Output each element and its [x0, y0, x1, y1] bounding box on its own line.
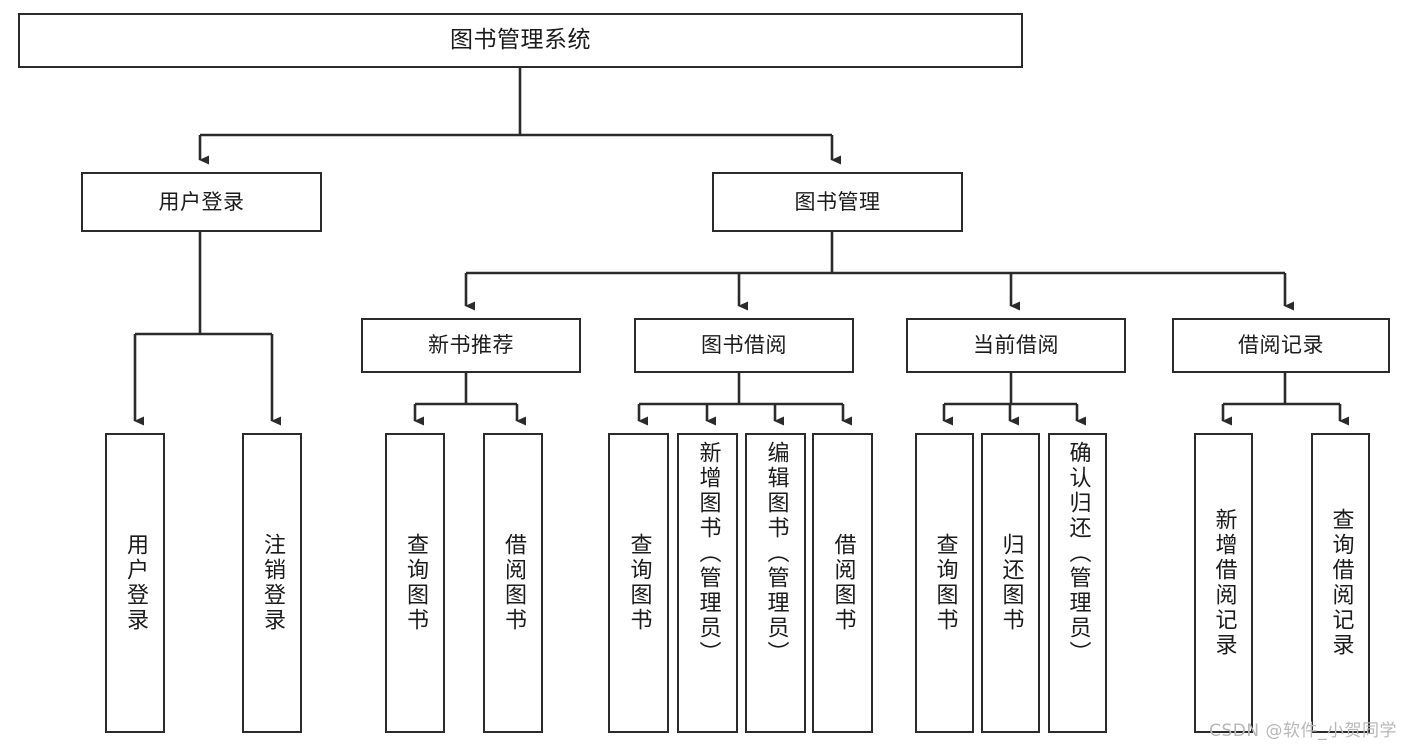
- leaf-query-book-borrow[interactable]: 查询图书: [608, 433, 669, 733]
- leaf-user-logout[interactable]: 注销登录: [242, 433, 302, 733]
- node-label: 查询借阅记录: [1328, 508, 1354, 658]
- node-label: 查询图书: [403, 533, 428, 633]
- node-label: 编辑图书（管理员）: [763, 441, 789, 666]
- node-label: 借阅图书: [830, 533, 856, 633]
- node-label: 图书管理系统: [450, 27, 591, 54]
- node-label: 查询图书: [932, 533, 958, 633]
- leaf-confirm-return-admin[interactable]: 确认归还（管理员）: [1048, 433, 1107, 733]
- node-label: 借阅图书: [501, 533, 526, 633]
- node-label: 注销登录: [260, 533, 285, 633]
- node-label: 确认归还（管理员）: [1065, 441, 1091, 666]
- leaf-add-borrow-record[interactable]: 新增借阅记录: [1194, 433, 1253, 733]
- leaf-add-book-admin[interactable]: 新增图书（管理员）: [677, 433, 738, 733]
- node-label: 归还图书: [998, 533, 1024, 633]
- leaf-borrow-book-recommend[interactable]: 借阅图书: [483, 433, 543, 733]
- node-label: 新书推荐: [428, 333, 514, 358]
- node-label: 当前借阅: [973, 333, 1059, 358]
- node-label: 用户登录: [123, 533, 148, 633]
- node-root-system[interactable]: 图书管理系统: [18, 13, 1023, 68]
- node-new-book-recommend[interactable]: 新书推荐: [361, 318, 581, 373]
- node-label: 图书借阅: [701, 333, 787, 358]
- node-user-login[interactable]: 用户登录: [81, 172, 322, 232]
- leaf-query-book-recommend[interactable]: 查询图书: [385, 433, 445, 733]
- leaf-return-book[interactable]: 归还图书: [981, 433, 1040, 733]
- leaf-query-borrow-record[interactable]: 查询借阅记录: [1311, 433, 1370, 733]
- node-label: 借阅记录: [1238, 333, 1324, 358]
- node-borrow-record[interactable]: 借阅记录: [1172, 318, 1390, 373]
- node-label: 新增借阅记录: [1211, 508, 1237, 658]
- node-label: 查询图书: [626, 533, 652, 633]
- leaf-edit-book-admin[interactable]: 编辑图书（管理员）: [745, 433, 806, 733]
- node-book-borrow[interactable]: 图书借阅: [634, 318, 854, 373]
- node-current-borrow[interactable]: 当前借阅: [906, 318, 1126, 373]
- leaf-user-login[interactable]: 用户登录: [105, 433, 165, 733]
- leaf-query-book-current[interactable]: 查询图书: [915, 433, 974, 733]
- node-label: 图书管理: [794, 189, 881, 214]
- csdn-watermark: CSDN @软件_小贺同学: [1209, 721, 1397, 741]
- leaf-borrow-book[interactable]: 借阅图书: [812, 433, 873, 733]
- node-label: 用户登录: [158, 189, 245, 214]
- node-label: 新增图书（管理员）: [695, 441, 721, 666]
- node-book-management[interactable]: 图书管理: [712, 172, 963, 232]
